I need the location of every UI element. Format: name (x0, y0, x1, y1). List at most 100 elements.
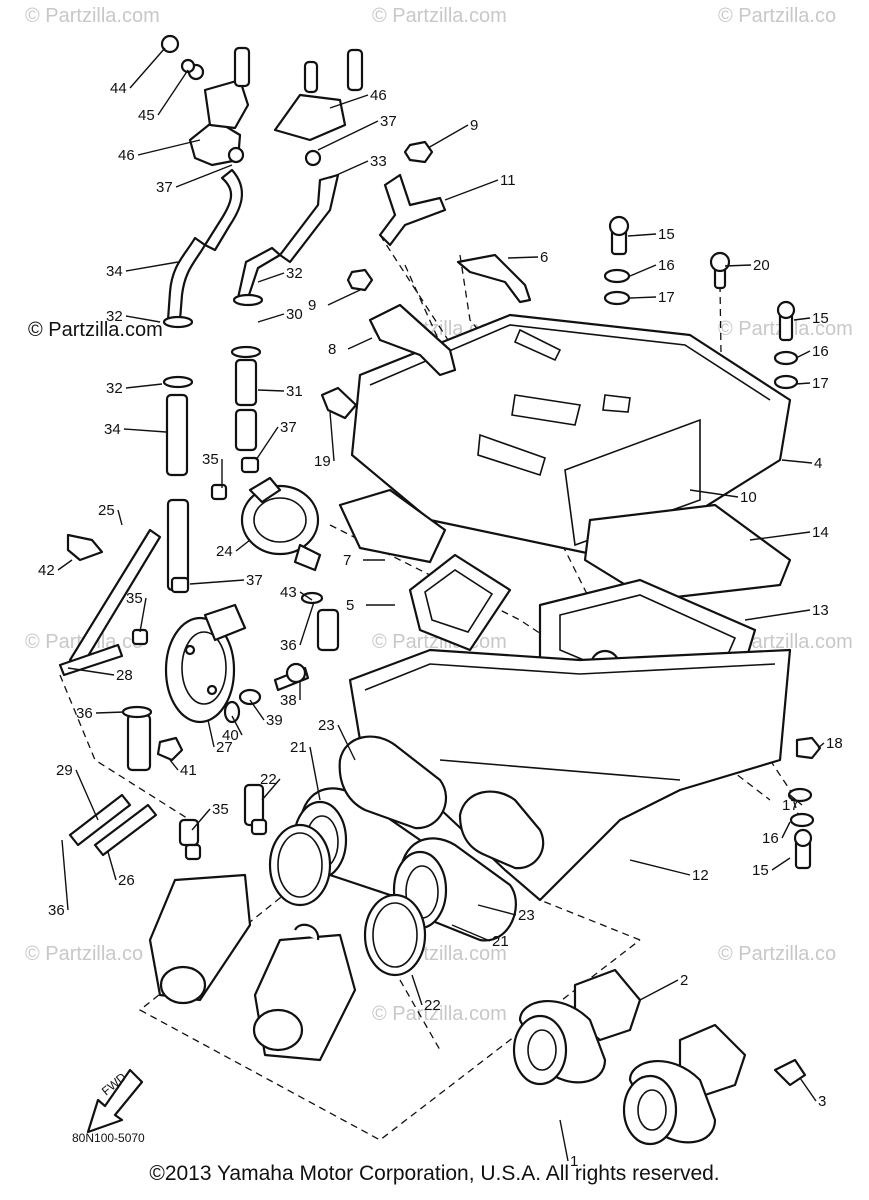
diaphragm-pump (240, 476, 322, 572)
callout-leader (207, 719, 215, 748)
callout-number: 44 (110, 80, 127, 97)
callout-number: 16 (812, 343, 829, 360)
callout-leader (317, 120, 379, 151)
callout-number: 11 (500, 172, 516, 189)
bracket (378, 173, 447, 247)
callout-number: 13 (812, 602, 829, 619)
callout-leader (309, 746, 321, 801)
joint (408, 553, 512, 652)
callout-number: 38 (280, 692, 297, 709)
callout-leader (795, 382, 811, 385)
callout-leader (257, 313, 285, 323)
callout-number: 32 (106, 308, 123, 325)
fuel-cock-right (273, 48, 364, 167)
callout-number: 21 (290, 739, 307, 756)
callout-number: 34 (104, 421, 121, 438)
callout-leader (107, 851, 117, 881)
watermark: © Partzilla.com (372, 5, 507, 27)
callout-number: 28 (116, 667, 133, 684)
part-code: 80N100-5070 (72, 1131, 145, 1145)
callout-number: 35 (212, 801, 229, 818)
callout-leader (781, 821, 791, 839)
callout-leader (411, 974, 423, 1006)
air-filter-element (583, 503, 792, 602)
callout-leader (75, 769, 99, 821)
callout-number: 35 (202, 451, 219, 468)
bracket (368, 303, 457, 377)
callout-number: 27 (216, 739, 233, 756)
callout-number: 19 (314, 453, 331, 470)
callout-number: 21 (492, 933, 509, 950)
callout-number: 10 (740, 489, 757, 506)
watermark: © Partzilla.co (25, 943, 143, 965)
callout-leader (57, 559, 73, 571)
callout-leader (477, 904, 517, 916)
callout-number: 17 (812, 375, 829, 392)
callout-number: 32 (106, 380, 123, 397)
fuel-cock-left (160, 34, 251, 167)
callout-number: 46 (118, 147, 135, 164)
callout-leader (781, 459, 813, 464)
callout-number: 20 (753, 257, 770, 274)
callout-leader (95, 711, 125, 714)
callout-leader (744, 609, 811, 621)
callout-leader (123, 428, 167, 433)
callout-number: 31 (286, 383, 303, 400)
callout-number: 24 (216, 543, 233, 560)
intake-joints (512, 968, 747, 1146)
callout-leader (169, 759, 179, 771)
clamps (121, 293, 324, 861)
callout-leader (125, 383, 163, 389)
watermark: © Partzilla.com (28, 319, 163, 341)
callout-number: 37 (380, 113, 397, 130)
callout-leader (329, 160, 369, 179)
grommet (320, 386, 358, 420)
callout-number: 30 (286, 306, 303, 323)
callout-leader (724, 264, 752, 267)
callout-number: 15 (812, 310, 829, 327)
callout-leader (329, 94, 369, 109)
callout-leader (337, 724, 356, 761)
callout-number: 33 (370, 153, 387, 170)
callout-number: 37 (246, 572, 263, 589)
callout-leader (257, 389, 285, 392)
callout-number: 23 (518, 907, 535, 924)
callout-number: 37 (280, 419, 297, 436)
callout-number: 45 (138, 107, 155, 124)
callout-number: 1 (570, 1153, 578, 1170)
callout-leader (817, 742, 825, 749)
callout-number: 36 (76, 705, 93, 722)
callout-leader (189, 579, 245, 585)
callout-number: 12 (692, 867, 709, 884)
callout-leader (299, 591, 313, 601)
callout-number: 37 (156, 179, 173, 196)
callout-leader (125, 261, 179, 272)
callout-leader (67, 667, 115, 676)
callout-leader (261, 778, 281, 801)
bracket (66, 533, 104, 562)
callout-leader (329, 411, 335, 462)
callout-number: 15 (658, 226, 675, 243)
callout-leader (299, 601, 315, 646)
callout-number: 6 (540, 249, 548, 266)
callout-number: 36 (48, 902, 65, 919)
callout-number: 23 (318, 717, 335, 734)
callout-leader (157, 69, 189, 116)
callout-leader (129, 47, 166, 89)
callout-leader (235, 539, 251, 552)
bracket (456, 253, 532, 304)
callout-number: 17 (782, 797, 799, 814)
callout-leader (629, 264, 657, 277)
callout-leader (427, 124, 469, 149)
callout-leader (793, 317, 811, 321)
callout-leader (61, 839, 69, 911)
callout-number: 42 (38, 562, 55, 579)
callout-number: 15 (752, 862, 769, 879)
callout-leader (629, 859, 691, 876)
callout-leader (175, 164, 233, 188)
callout-leader (689, 489, 739, 498)
callout-number: 17 (658, 289, 675, 306)
